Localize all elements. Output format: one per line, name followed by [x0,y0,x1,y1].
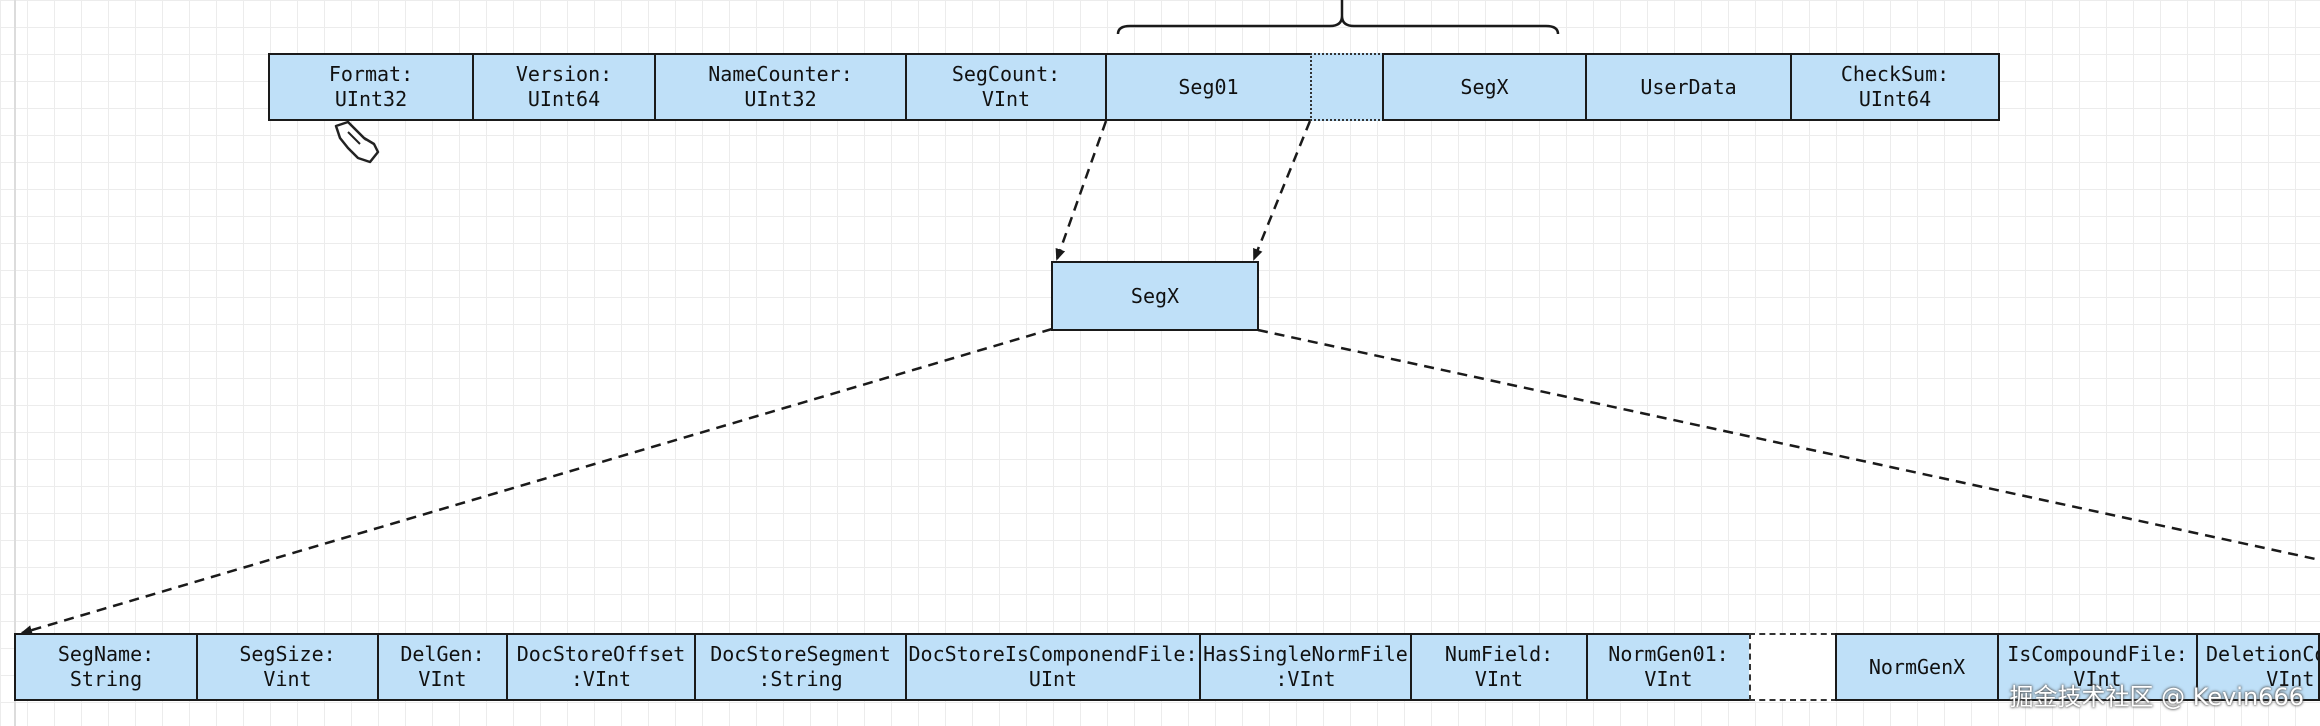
norm-gen-ellipsis-box[interactable] [1749,633,1837,701]
version-field-box[interactable]: Version: UInt64 [472,53,656,121]
connector-segx-node-to-segname [20,327,1053,635]
connector-seg01-to-segx [1055,120,1108,261]
watermark-text: 掘金技术社区 @ Kevin666 [2009,683,2304,711]
seg01-field-box[interactable]: Seg01 [1105,53,1312,121]
hand-pointer-icon [334,120,380,164]
norm-gen01-field-box[interactable]: NormGen01: VInt [1586,633,1751,701]
checksum-field-box[interactable]: CheckSum: UInt64 [1790,53,2000,121]
del-gen-field-box[interactable]: DelGen: VInt [377,633,508,701]
format-field-box[interactable]: Format: UInt32 [268,53,474,121]
connector-segx-node-to-deletioncount [1257,328,2320,562]
name-counter-field-box[interactable]: NameCounter: UInt32 [654,53,907,121]
segx-detail-node[interactable]: SegX [1051,261,1259,331]
is-compound-file-field-box[interactable]: IsCompoundFile: VInt [1997,633,2198,701]
has-single-norm-file-field-box[interactable]: HasSingleNormFile :VInt [1199,633,1412,701]
canvas-left-rule [14,0,16,726]
segment-ellipsis-box[interactable] [1310,53,1384,121]
seg-size-field-box[interactable]: SegSize: Vint [196,633,379,701]
segment-group-brace [1116,0,1560,35]
seg-count-field-box[interactable]: SegCount: VInt [905,53,1107,121]
num-field-field-box[interactable]: NumField: VInt [1410,633,1588,701]
seg-name-field-box[interactable]: SegName: String [14,633,198,701]
norm-genx-field-box[interactable]: NormGenX [1835,633,1999,701]
doc-store-offset-field-box[interactable]: DocStoreOffset :VInt [506,633,696,701]
connector-segx-to-segx-node [1252,120,1312,261]
doc-store-is-componend-file-field-box[interactable]: DocStoreIsComponendFile: UInt [905,633,1201,701]
deletion-count-field-box[interactable]: DeletionCount: VInt [2196,633,2320,701]
user-data-field-box[interactable]: UserData [1585,53,1792,121]
segx-field-box[interactable]: SegX [1382,53,1587,121]
doc-store-segment-field-box[interactable]: DocStoreSegment :String [694,633,907,701]
